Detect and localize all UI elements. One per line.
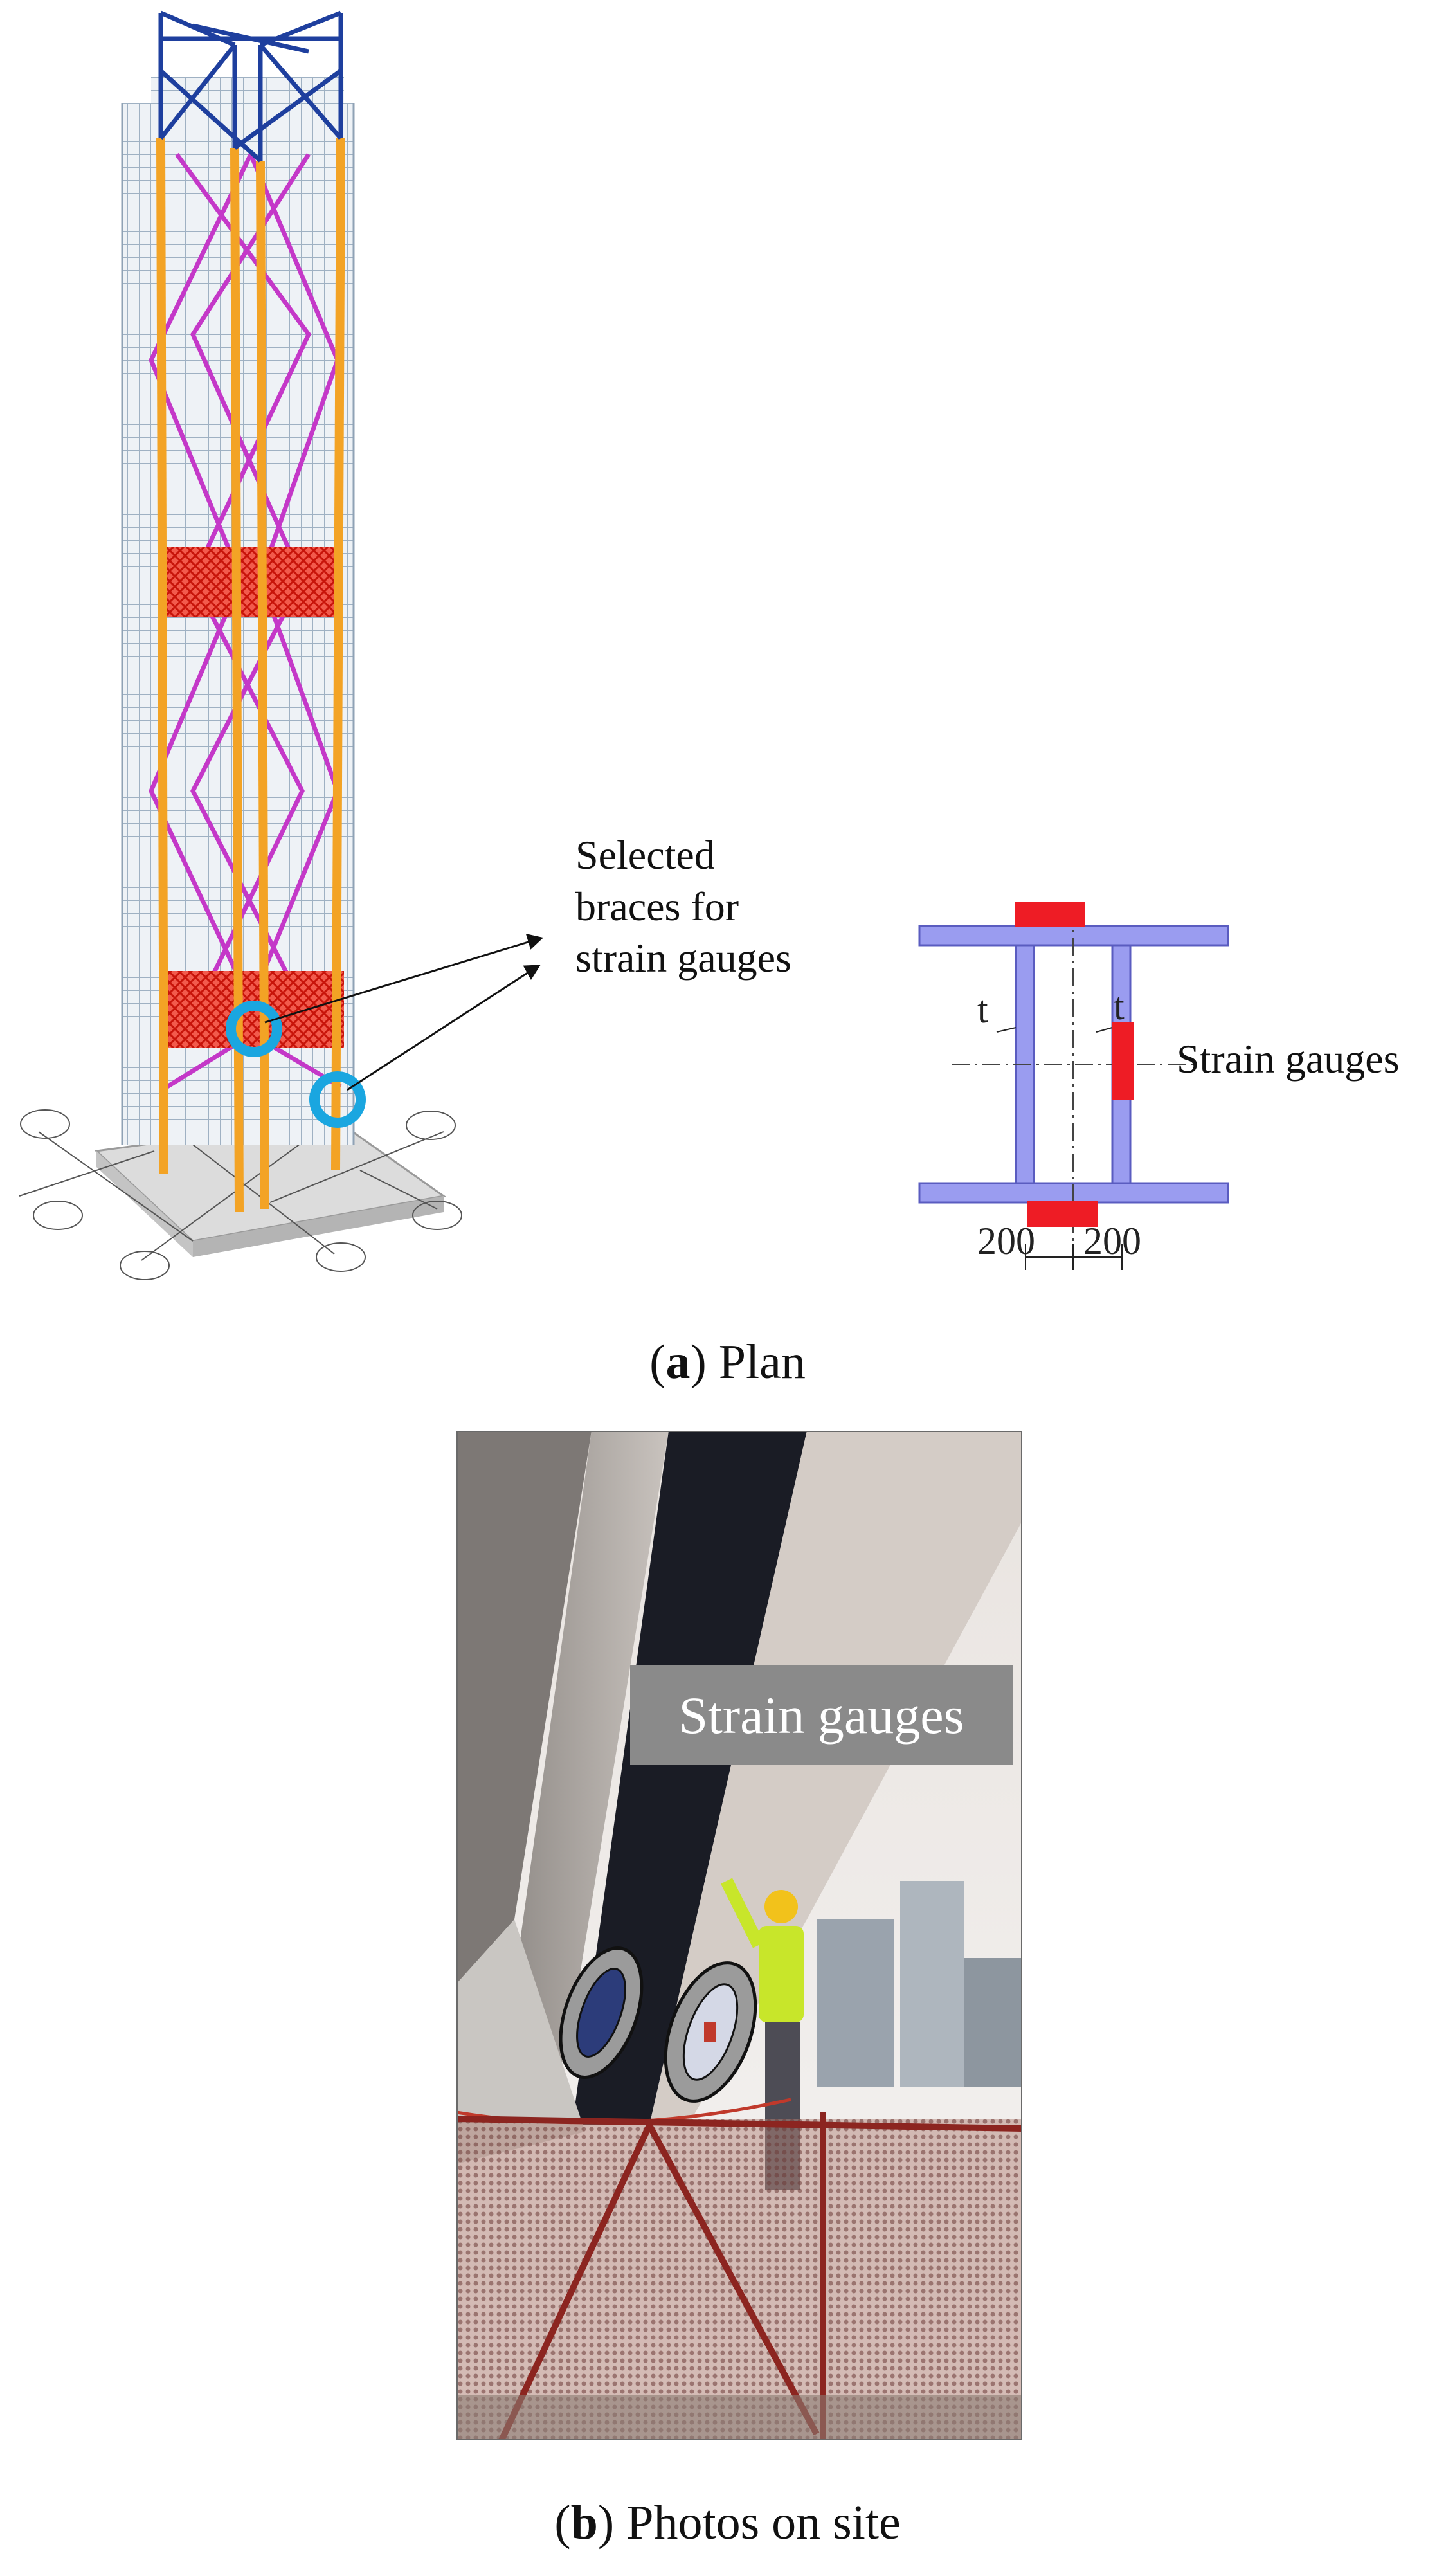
- tower-model-diagram: [19, 10, 544, 1280]
- brace-highlight-1: [226, 1001, 282, 1057]
- dim-label-left: 200: [977, 1220, 1035, 1262]
- caption-a-letter: a: [665, 1335, 691, 1389]
- strain-gauge-bottom: [1027, 1201, 1098, 1227]
- caption-b-letter: b: [570, 2496, 598, 2550]
- mega-columns: [156, 138, 345, 1213]
- top-hat-truss: [158, 10, 343, 163]
- belt-truss-upper: [164, 547, 338, 617]
- braces-label-line-3: strain gauges: [575, 935, 791, 981]
- photo-label-box: Strain gauges: [630, 1665, 1013, 1765]
- photo-label-text: Strain gauges: [678, 1685, 964, 1745]
- caption-a-text: Plan: [718, 1335, 806, 1389]
- grid-axes: [19, 1066, 462, 1280]
- cross-section-diagram: t t 200 200: [918, 902, 1229, 1270]
- t-label-right: t: [1114, 985, 1125, 1028]
- braces-label-line-1: Selected: [575, 832, 715, 878]
- braces-label-line-2: braces for: [575, 884, 739, 929]
- caption-b: (b) Photos on site: [554, 2496, 901, 2550]
- site-photo: [456, 1431, 1022, 2440]
- t-label-left: t: [977, 988, 988, 1031]
- safety-fence: [456, 2119, 1022, 2440]
- caption-a: (a) Plan: [649, 1335, 806, 1389]
- dim-label-right: 200: [1083, 1220, 1141, 1262]
- brace-highlight-2: [309, 1071, 366, 1128]
- strain-gauge-top: [1015, 902, 1085, 927]
- strain-gauge-web: [1112, 1022, 1134, 1100]
- selected-braces-label: Selected braces for strain gauges: [575, 830, 791, 984]
- strain-gauges-label: Strain gauges: [1177, 1036, 1400, 1082]
- caption-b-text: Photos on site: [626, 2496, 901, 2550]
